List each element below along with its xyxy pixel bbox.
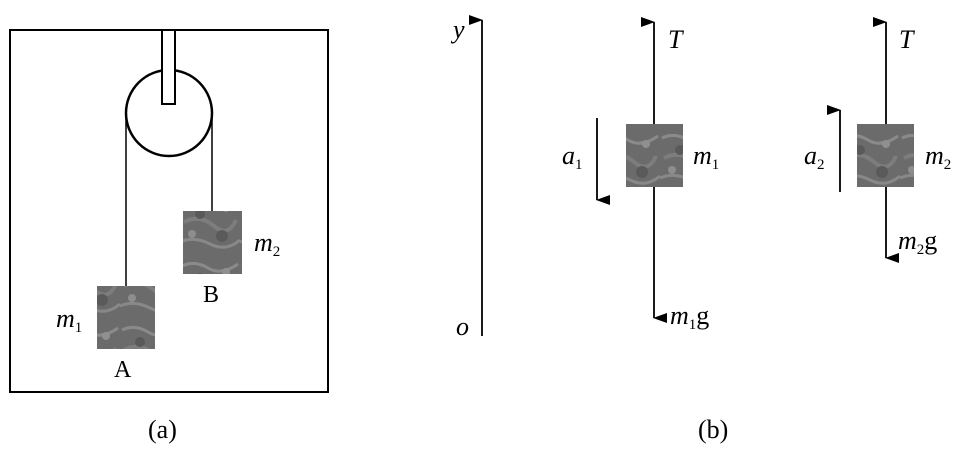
tension-label-1: T (668, 25, 684, 54)
block-b-label: B (203, 282, 219, 308)
block-a-label: A (114, 357, 132, 383)
origin-label: o (456, 312, 469, 341)
figure-b: y o T a1 m1 m1g T a2 m2 m2g (b) (450, 15, 951, 444)
free-body-diagram-m1: T a1 m1 m1g (562, 17, 719, 333)
block-m1 (626, 124, 683, 187)
tension-label-2: T (899, 25, 915, 54)
y-axis-label: y (450, 15, 465, 44)
caption-b: (b) (698, 415, 728, 444)
mass-label-1: m1 (693, 141, 719, 173)
accel-label-1: a1 (562, 141, 583, 173)
accel-label-2: a2 (804, 141, 825, 173)
block-m2 (857, 124, 914, 187)
weight-label-1: m1g (670, 301, 709, 333)
block-a (97, 286, 155, 349)
block-a-mass-label: m1 (56, 304, 82, 336)
weight-label-2: m2g (898, 226, 937, 258)
figure-a: m1 A m2 B (a) (9, 29, 329, 444)
mass-label-2: m2 (925, 141, 951, 173)
caption-a: (a) (148, 415, 177, 444)
free-body-diagram-m2: T a2 m2 m2g (804, 17, 951, 263)
block-b-mass-label: m2 (254, 228, 280, 260)
block-b (183, 211, 242, 274)
